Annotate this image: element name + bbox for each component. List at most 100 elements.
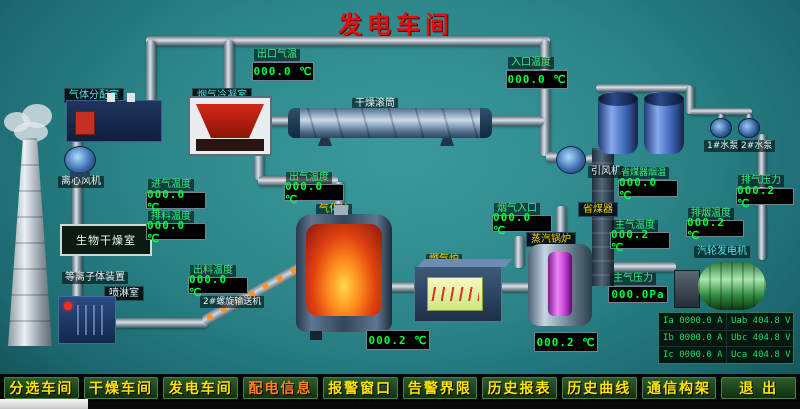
sprayer-grid	[77, 305, 109, 335]
induced-draft-fan-icon	[556, 146, 586, 174]
pipe-segment	[254, 152, 264, 180]
flue-gas-inlet-temp-display: 000.0 ℃	[492, 211, 552, 237]
pump-2-label: 2#水泵	[738, 140, 776, 152]
page-title: 发电车间	[338, 11, 454, 39]
furnace-flames	[431, 287, 479, 301]
exhaust-smoke-temp-label: 排烟温度	[688, 208, 734, 220]
menu-exit[interactable]: 退 出	[721, 377, 797, 399]
pipe-segment	[556, 206, 566, 246]
panel-value: Ib 0000.0 A	[663, 333, 723, 344]
pipe-segment	[146, 36, 550, 46]
main-steam-pressure-display: 000.0Pa	[608, 286, 668, 303]
pipe-segment	[96, 318, 208, 328]
panel-row: Ib 0000.0 A Ubc 404.8 V	[659, 329, 793, 347]
vent-stub	[107, 93, 115, 102]
gas-distribution-room	[66, 93, 162, 142]
pipe-segment	[498, 282, 530, 292]
pump-2-icon	[738, 118, 760, 138]
menu-alarm-window[interactable]: 报警窗口	[322, 377, 398, 399]
menu-drying-workshop[interactable]: 干燥车间	[83, 377, 159, 399]
window-fragment	[0, 399, 88, 409]
condenser-bottom	[196, 139, 264, 151]
exhaust-pressure-label: 排气压力	[738, 175, 784, 187]
outlet-gas-temp-display: 000.0 ℃	[252, 62, 314, 81]
smoke-puff	[14, 122, 48, 142]
main-steam-pressure-label: 主气压力	[610, 273, 656, 285]
inlet-temp-display: 000.0 ℃	[506, 70, 568, 89]
centrifugal-fan-icon	[64, 146, 96, 174]
pipe-segment	[268, 116, 294, 126]
generator-body	[698, 262, 766, 310]
outlet-gas-temp-label: 出口气温	[254, 49, 300, 61]
bottom-menu-bar: 分选车间 干燥车间 发电车间 配电信息 报警窗口 告警界限 历史报表 历史曲线 …	[0, 374, 800, 402]
gasifier-nozzle	[334, 205, 348, 215]
economizer-label: 省煤器	[578, 202, 618, 217]
gas-distribution-element	[75, 111, 95, 135]
pipe-segment	[388, 282, 418, 292]
centrifugal-fan-label: 离心风机	[58, 176, 104, 188]
pipe-segment	[488, 116, 544, 126]
gasifier-flame	[306, 224, 382, 316]
condenser-hot-zone	[196, 104, 264, 138]
out-material-temp-display: 000.0 ℃	[188, 273, 248, 299]
discharge-material-temp-label: 排料温度	[148, 211, 194, 223]
pipe-segment	[546, 152, 558, 162]
bio-drying-room-label: 生物干燥室	[76, 234, 136, 247]
water-tank-1	[598, 92, 638, 154]
boiler-core	[548, 252, 572, 316]
boiler-chamber-temp-display: 000.2 ℃	[534, 332, 598, 352]
menu-comm-framework[interactable]: 通信构架	[641, 377, 717, 399]
panel-row: Ic 0000.0 A Uca 404.8 V	[659, 346, 793, 363]
out-gas-temp-display: 000.0 ℃	[284, 180, 344, 206]
drying-drum	[288, 108, 492, 138]
tank-cap	[644, 92, 684, 106]
pipe-segment	[690, 108, 752, 115]
flue-gas-inlet-temp-label: 烟气入口	[494, 203, 540, 215]
plasma-device-label: 等离子体装置	[62, 272, 128, 284]
tank-cap	[598, 92, 638, 106]
menu-history-curve[interactable]: 历史曲线	[561, 377, 637, 399]
steam-boiler	[528, 244, 592, 326]
pipe-segment	[146, 40, 156, 102]
economizer-flue-temp-label: 省煤器烟温	[618, 167, 670, 179]
gasifier	[296, 205, 392, 340]
induced-draft-fan-label: 引风机	[588, 166, 624, 178]
menu-distribution-info[interactable]: 配电信息	[243, 377, 318, 399]
chimney	[8, 138, 52, 346]
exhaust-smoke-temp-display: 000.2 ℃	[686, 216, 744, 242]
menu-history-report[interactable]: 历史报表	[482, 377, 557, 399]
bio-drying-room: 生物干燥室	[60, 224, 152, 256]
gas-furnace	[414, 259, 513, 322]
water-tank-2	[644, 92, 684, 154]
pump-1-icon	[710, 118, 732, 138]
menu-sorting-workshop[interactable]: 分选车间	[4, 377, 79, 399]
panel-value: Uab 404.8 V	[726, 313, 793, 330]
turbine-section	[674, 270, 700, 308]
turbo-generator-label: 汽轮发电机	[694, 246, 750, 258]
status-light	[64, 302, 72, 310]
pipe-segment	[540, 40, 550, 156]
generator-electrical-panel: Ia 0000.0 A Uab 404.8 V Ib 0000.0 A Ubc …	[658, 312, 794, 364]
economizer-duct	[592, 148, 614, 286]
out-material-temp-label: 出料温度	[190, 265, 236, 277]
panel-value: Ubc 404.8 V	[726, 330, 793, 347]
spray-room-equipment	[58, 296, 116, 344]
flue-gas-condenser	[188, 96, 272, 156]
discharge-material-temp-display: 000.0 ℃	[146, 219, 206, 245]
main-steam-temp-label: 主气温度	[612, 220, 658, 232]
drum-cap	[288, 108, 300, 138]
economizer-flue-temp-display: 000.0 ℃	[618, 176, 678, 202]
bottom-strip	[0, 402, 800, 409]
main-steam-temp-display: 000.2 ℃	[610, 228, 670, 254]
drum-cap	[480, 108, 492, 138]
gasifier-leg	[310, 331, 322, 340]
menu-power-workshop[interactable]: 发电车间	[163, 377, 239, 399]
gasifier-chamber-temp-display: 000.2 ℃	[366, 330, 430, 350]
pipe-segment	[224, 40, 234, 98]
panel-value: Ia 0000.0 A	[663, 316, 723, 327]
screw-conveyor-label: 2#螺旋输送机	[200, 296, 265, 308]
out-gas-temp-label: 出气温度	[286, 172, 332, 184]
menu-alarm-limits[interactable]: 告警界限	[402, 377, 478, 399]
turbo-generator	[674, 258, 768, 320]
